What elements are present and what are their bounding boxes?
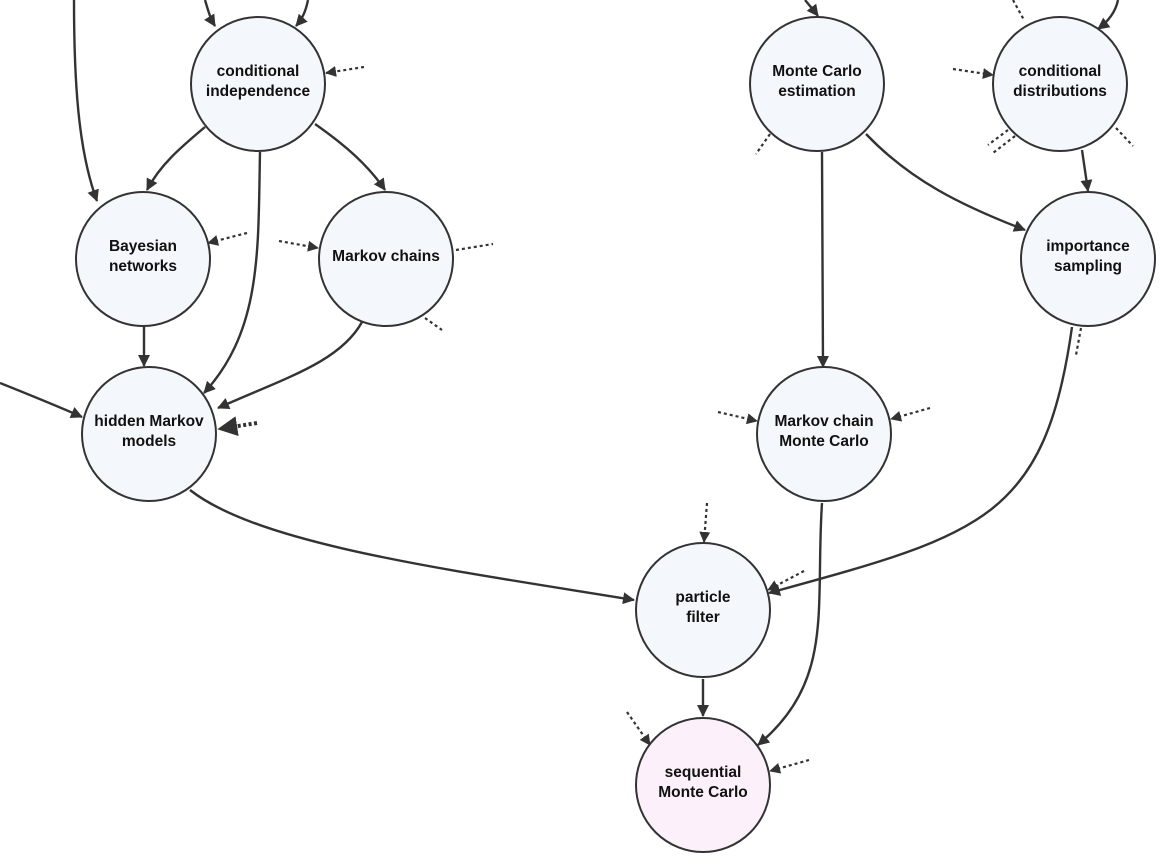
stub-into-conditional-distributions-top <box>1012 0 1025 21</box>
edge-hidden-markov-models-to-particle-filter <box>189 489 635 605</box>
node-circle[interactable] <box>318 191 454 327</box>
stub-from-importance-sampling <box>1074 327 1083 356</box>
node-label: sampling <box>1054 258 1122 275</box>
edge-monte-carlo-estimation-to-importance-sampling <box>865 133 1026 232</box>
stub-into-particle-filter-right <box>767 570 805 591</box>
edges <box>138 123 1093 746</box>
edge-markov-chain-monte-carlo-to-sequential-monte-carlo <box>757 502 824 746</box>
stub-from-conditional-distributions-c <box>1115 127 1134 147</box>
node-bayesian-networks[interactable]: Bayesian networks <box>75 191 211 327</box>
stub-from-conditional-distributions-a <box>987 129 1009 146</box>
node-circle[interactable] <box>1020 191 1156 327</box>
node-particle-filter[interactable]: particle filter <box>635 542 771 678</box>
offscreen-edge-to-conditional-independence-right <box>295 0 310 27</box>
node-circle[interactable] <box>75 191 211 327</box>
node-label: models <box>122 433 176 450</box>
node-markov-chains[interactable]: Markov chains <box>318 191 454 327</box>
node-label: Markov chain <box>774 413 873 430</box>
stub-into-markov-chains-left <box>278 239 319 252</box>
stub-from-conditional-distributions-b <box>992 135 1016 154</box>
node-monte-carlo-estimation[interactable]: Monte Carlo estimation <box>749 16 885 152</box>
edge-monte-carlo-estimation-to-markov-chain-monte-carlo <box>816 151 829 368</box>
node-label: filter <box>686 609 720 626</box>
node-circle[interactable] <box>635 542 771 678</box>
edge-conditional-independence-to-markov-chains <box>314 123 386 191</box>
node-conditional-independence[interactable]: conditional independence <box>190 16 326 152</box>
node-label: particle <box>675 589 731 606</box>
stub-into-hidden-markov-models <box>217 416 258 437</box>
offscreen-edge-to-monte-carlo-estimation <box>804 0 819 17</box>
node-importance-sampling[interactable]: importance sampling <box>1020 191 1156 327</box>
edge-conditional-independence-to-hidden-markov-models <box>203 151 262 394</box>
node-label: Monte Carlo <box>779 433 869 450</box>
edge-conditional-independence-to-bayesian-networks <box>145 126 206 191</box>
node-circle[interactable] <box>749 16 885 152</box>
node-label: estimation <box>778 83 856 100</box>
node-label: sequential <box>665 764 742 781</box>
node-label: independence <box>206 83 311 100</box>
stub-into-sequential-monte-carlo-left <box>626 711 651 746</box>
offscreen-edge-to-conditional-distributions <box>1097 0 1120 30</box>
node-label: hidden Markov <box>94 413 204 430</box>
offscreen-edge-to-conditional-independence-left <box>203 0 217 27</box>
node-circle[interactable] <box>81 366 217 502</box>
node-label: distributions <box>1013 83 1107 100</box>
stub-into-conditional-distributions-left <box>952 67 994 79</box>
node-circle[interactable] <box>635 717 771 853</box>
node-label: importance <box>1046 238 1130 255</box>
node-label: conditional <box>217 63 300 80</box>
offscreen-edge-to-hidden-markov-models <box>0 381 83 419</box>
node-label: Bayesian <box>109 238 177 255</box>
stub-into-markov-chain-monte-carlo-right <box>890 406 931 422</box>
dotted-stubs <box>207 0 1134 774</box>
stub-into-particle-filter-top <box>699 502 711 543</box>
stub-from-markov-chains-right <box>455 242 494 252</box>
node-label: Monte Carlo <box>772 63 862 80</box>
offscreen-edge-to-bayesian-networks <box>72 0 99 202</box>
edge-importance-sampling-to-particle-filter <box>768 326 1074 596</box>
stub-into-markov-chain-monte-carlo-left <box>717 410 758 425</box>
node-circle[interactable] <box>992 16 1128 152</box>
node-conditional-distributions[interactable]: conditional distributions <box>992 16 1128 152</box>
node-label: networks <box>109 258 177 275</box>
stub-into-conditional-independence <box>325 65 365 77</box>
node-circle[interactable] <box>756 366 892 502</box>
stub-from-monte-carlo-estimation <box>755 133 771 155</box>
stub-into-sequential-monte-carlo-right <box>769 758 810 774</box>
node-label: Markov chains <box>332 248 440 265</box>
edge-conditional-distributions-to-importance-sampling <box>1080 149 1093 192</box>
node-circle[interactable] <box>190 16 326 152</box>
node-label: conditional <box>1019 63 1102 80</box>
node-hidden-markov-models[interactable]: hidden Markov models <box>81 366 217 502</box>
stub-from-markov-chains-bottom <box>424 317 443 331</box>
offscreen-edges <box>0 0 1120 419</box>
edge-markov-chains-to-hidden-markov-models <box>217 321 364 410</box>
node-label: Monte Carlo <box>658 784 748 801</box>
stub-into-bayesian-networks <box>207 231 248 246</box>
